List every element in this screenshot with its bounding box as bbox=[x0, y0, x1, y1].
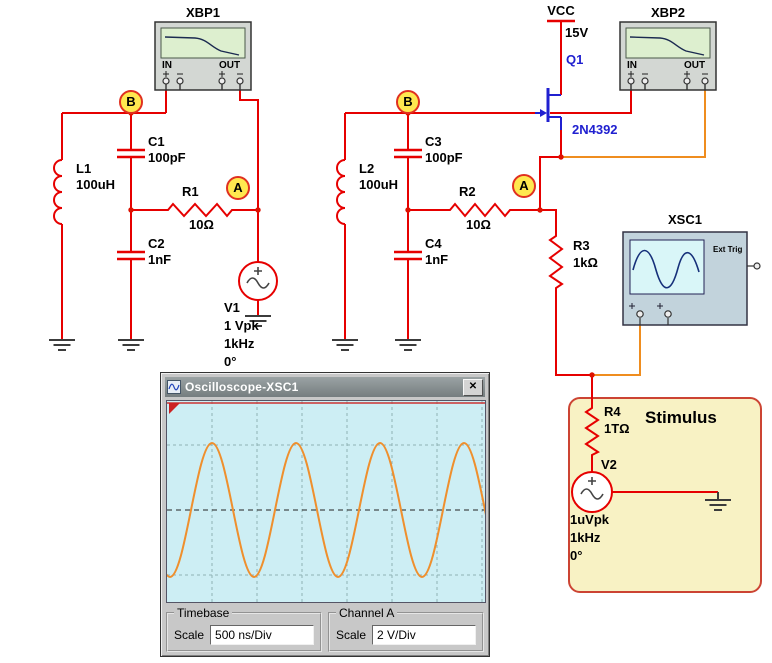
stimulus-title: Stimulus bbox=[645, 408, 717, 427]
transistor-q1[interactable] bbox=[535, 88, 562, 130]
label-v2-ref: V2 bbox=[601, 457, 617, 472]
capacitor-c4[interactable] bbox=[394, 250, 422, 261]
xsc1-pin-polarity-marks bbox=[629, 303, 663, 309]
capacitor-c3[interactable] bbox=[394, 148, 422, 159]
source-v1[interactable] bbox=[238, 261, 278, 301]
label-l1-value: 100uH bbox=[76, 177, 116, 192]
label-r1-ref: R1 bbox=[182, 184, 199, 199]
scope-titlebar[interactable]: Oscilloscope-XSC1 ✕ bbox=[165, 377, 485, 397]
resistor-r1[interactable] bbox=[131, 202, 258, 218]
label-r2-value: 10Ω bbox=[466, 217, 491, 232]
bode-plotter-xbp2-icon[interactable] bbox=[619, 21, 717, 91]
label-vcc: VCC bbox=[547, 3, 575, 18]
label-v1-amplitude: 1 Vpk bbox=[224, 318, 259, 333]
xbp1-title: XBP1 bbox=[186, 5, 220, 20]
node-a-left: A bbox=[226, 176, 250, 200]
channel-a-scale-label: Scale bbox=[336, 628, 367, 642]
label-r2-ref: R2 bbox=[459, 184, 476, 199]
channel-a-trace bbox=[127, 441, 507, 579]
label-c2-ref: C2 bbox=[148, 236, 165, 251]
label-v1-ref: V1 bbox=[224, 300, 240, 315]
timebase-scale-field[interactable]: 500 ns/Div bbox=[210, 625, 314, 645]
source-v2[interactable] bbox=[571, 471, 613, 513]
label-c2-value: 1nF bbox=[148, 252, 172, 267]
channel-a-group-label: Channel A bbox=[339, 606, 395, 620]
inductor-l2[interactable] bbox=[336, 159, 346, 225]
label-l2-ref: L2 bbox=[359, 161, 375, 176]
label-v1-phase: 0° bbox=[224, 354, 237, 369]
label-r4-value: 1TΩ bbox=[604, 421, 630, 436]
capacitor-c1[interactable] bbox=[117, 148, 145, 159]
label-c3-ref: C3 bbox=[425, 134, 442, 149]
bode-plotter-xbp1-icon[interactable] bbox=[154, 21, 252, 91]
wire-junction-dots bbox=[128, 110, 595, 378]
xbp1-in-label: IN bbox=[162, 60, 172, 71]
label-c4-ref: C4 bbox=[425, 236, 442, 251]
wires-left-circuit bbox=[61, 90, 259, 340]
ground-symbols[interactable] bbox=[49, 315, 731, 511]
xbp1-pin-polarity-marks bbox=[163, 71, 243, 77]
label-v2-amplitude: 1uVpk bbox=[570, 512, 610, 527]
node-b-left: B bbox=[119, 90, 143, 114]
xbp2-out-label: OUT bbox=[684, 60, 706, 71]
label-v2-frequency: 1kHz bbox=[570, 530, 601, 545]
xsc1-ext-trig-label: Ext Trig bbox=[713, 245, 743, 254]
label-r3-ref: R3 bbox=[573, 238, 590, 253]
trigger-marker[interactable] bbox=[169, 403, 180, 414]
xbp2-title: XBP2 bbox=[651, 5, 685, 20]
resistor-r2[interactable] bbox=[408, 202, 540, 218]
label-r3-value: 1kΩ bbox=[573, 255, 598, 270]
channel-a-group: Channel A Scale 2 V/Div bbox=[328, 606, 484, 652]
capacitor-c2[interactable] bbox=[117, 250, 145, 261]
scope-controls: Timebase Scale 500 ns/Div Channel A Scal… bbox=[166, 606, 484, 652]
xbp2-in-label: IN bbox=[627, 60, 637, 71]
xsc1-title: XSC1 bbox=[668, 212, 702, 227]
wires-right-circuit bbox=[344, 90, 718, 493]
label-q1-part: 2N4392 bbox=[572, 122, 618, 137]
label-v2-phase: 0° bbox=[570, 548, 583, 563]
resistor-r3[interactable] bbox=[540, 209, 592, 376]
label-c1-value: 100pF bbox=[148, 150, 186, 165]
label-r4-ref: R4 bbox=[604, 404, 621, 419]
scope-display bbox=[127, 400, 507, 603]
node-b-right: B bbox=[396, 90, 420, 114]
label-vcc-value: 15V bbox=[565, 25, 589, 40]
scope-grid bbox=[167, 401, 485, 602]
inductor-l1[interactable] bbox=[53, 159, 63, 225]
label-c1-ref: C1 bbox=[148, 134, 165, 149]
label-l1-ref: L1 bbox=[76, 161, 92, 176]
resistor-r4[interactable] bbox=[584, 375, 600, 472]
xbp1-out-label: OUT bbox=[219, 60, 241, 71]
label-l2-value: 100uH bbox=[359, 177, 399, 192]
node-a-right: A bbox=[512, 174, 536, 198]
timebase-scale-label: Scale bbox=[174, 628, 205, 642]
wires-probe-orange bbox=[561, 90, 706, 376]
label-r1-value: 10Ω bbox=[189, 217, 214, 232]
label-c3-value: 100pF bbox=[425, 150, 463, 165]
timebase-group-label: Timebase bbox=[177, 606, 230, 620]
label-c4-value: 1nF bbox=[425, 252, 449, 267]
label-v1-frequency: 1kHz bbox=[224, 336, 255, 351]
label-q1-ref: Q1 bbox=[566, 52, 584, 67]
oscilloscope-app-icon bbox=[167, 380, 181, 394]
oscilloscope-window: Oscilloscope-XSC1 ✕ Timebase bbox=[127, 372, 507, 657]
close-button[interactable]: ✕ bbox=[463, 378, 483, 396]
oscilloscope-xsc1-icon[interactable] bbox=[622, 231, 761, 326]
vcc-power-symbol[interactable] bbox=[547, 19, 575, 95]
channel-a-scale-field[interactable]: 2 V/Div bbox=[372, 625, 476, 645]
xbp2-pin-polarity-marks bbox=[628, 71, 708, 77]
timebase-group: Timebase Scale 500 ns/Div bbox=[166, 606, 322, 652]
scope-window-title: Oscilloscope-XSC1 bbox=[185, 380, 299, 394]
